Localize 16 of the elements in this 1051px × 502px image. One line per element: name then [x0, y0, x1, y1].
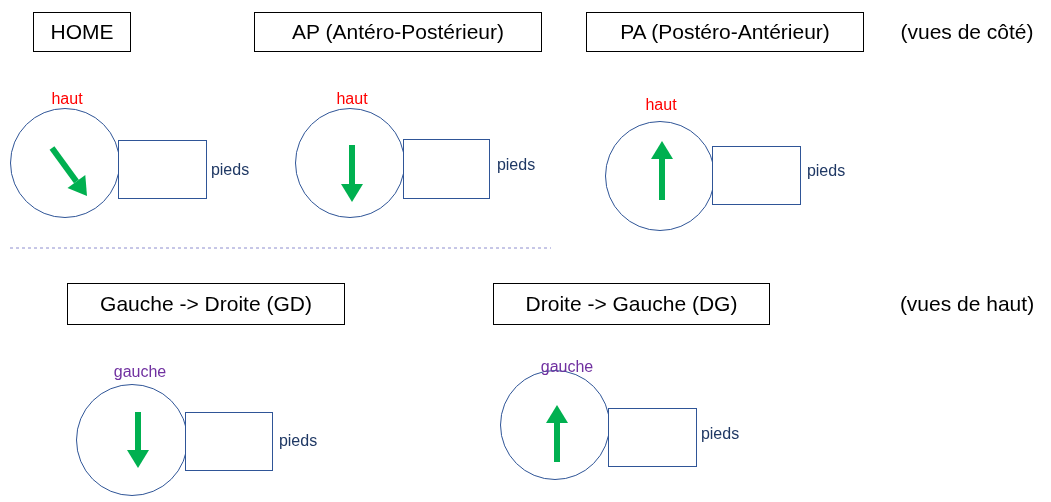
title-box: HOME	[33, 12, 131, 52]
title-box: AP (Antéro-Postérieur)	[254, 12, 542, 52]
title-box: PA (Postéro-Antérieur)	[586, 12, 864, 52]
rectangle-shape	[608, 408, 697, 467]
direction-label: gauche	[540, 358, 594, 376]
view-note: (vues de côté)	[900, 20, 1034, 44]
view-note: (vues de haut)	[899, 292, 1035, 316]
title-box: Gauche -> Droite (GD)	[67, 283, 345, 325]
rectangle-shape	[712, 146, 801, 205]
rectangle-shape	[118, 140, 207, 199]
title-box: Droite -> Gauche (DG)	[493, 283, 770, 325]
direction-label: haut	[336, 90, 368, 108]
direction-label: haut	[645, 96, 677, 114]
rectangle-shape	[403, 139, 490, 199]
direction-label: haut	[51, 90, 83, 108]
rectangle-shape	[185, 412, 273, 471]
